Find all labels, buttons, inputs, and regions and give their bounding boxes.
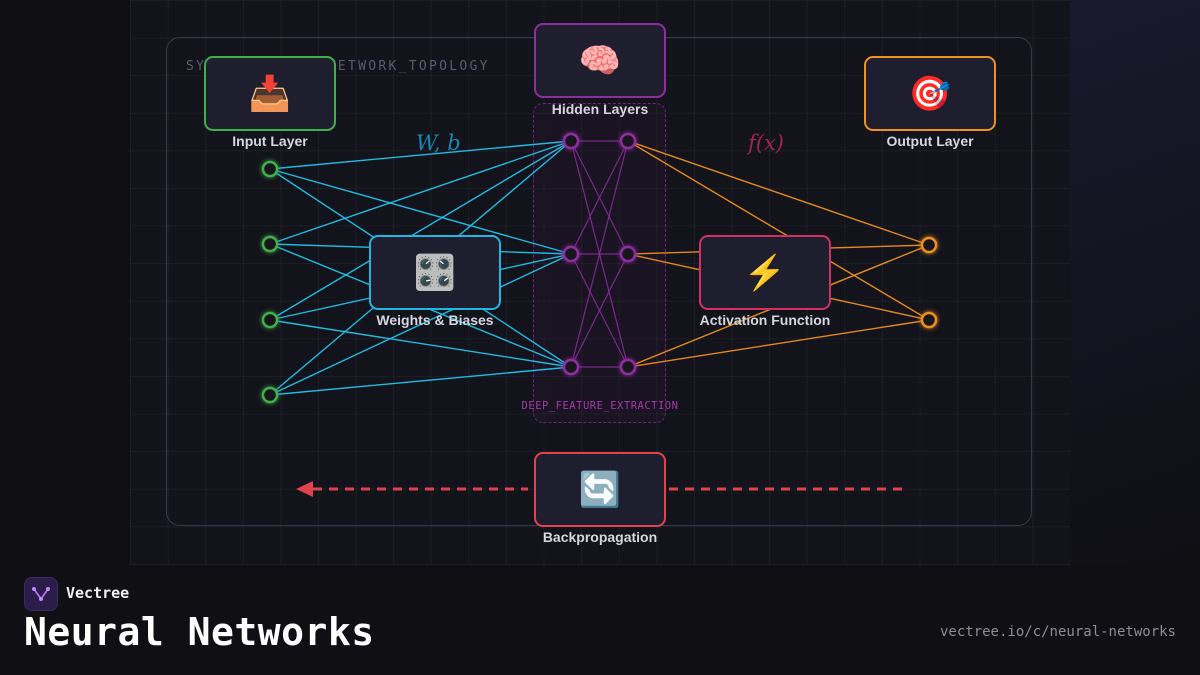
hidden-layer-band (533, 103, 666, 423)
hidden-neuron (619, 358, 637, 376)
input-neuron (261, 311, 279, 329)
hidden-hidden-edge (570, 253, 629, 368)
hidden-neuron (562, 245, 580, 263)
activation-math-label: f(x) (748, 131, 785, 155)
lightning-icon: ⚡ (743, 253, 787, 292)
input-neuron (261, 235, 279, 253)
refresh-arrows-icon: 🔄 (578, 470, 622, 509)
output-layer-label: Output Layer (886, 133, 974, 149)
hidden-output-edge (627, 140, 930, 246)
output-layer-card[interactable]: 🎯 (864, 56, 996, 131)
hidden-hidden-edge (570, 140, 629, 255)
hidden-output-edge (627, 140, 930, 321)
activation-function-card[interactable]: ⚡ (699, 235, 831, 310)
brand-name: Vectree (66, 584, 130, 602)
input-neuron (261, 160, 279, 178)
brain-icon: 🧠 (578, 41, 622, 80)
weights-biases-card[interactable]: 🎛️ (369, 235, 501, 310)
input-layer-label: Input Layer (232, 133, 308, 149)
backpropagation-card[interactable]: 🔄 (534, 452, 666, 527)
input-neuron (261, 386, 279, 404)
hidden-output-edge (627, 319, 930, 368)
control-knobs-icon: 🎛️ (413, 253, 457, 292)
hidden-layers-card[interactable]: 🧠 (534, 23, 666, 98)
hidden-hidden-edge (570, 140, 629, 368)
hidden-neuron (619, 245, 637, 263)
page-title: Neural Networks (24, 610, 375, 654)
vectree-logo-icon[interactable] (24, 577, 58, 611)
input-hidden-edge (269, 253, 572, 396)
weights-biases-label: Weights & Biases (376, 312, 494, 328)
backpropagation-label: Backpropagation (542, 529, 658, 545)
input-hidden-edge (269, 140, 572, 321)
input-hidden-edge (269, 366, 572, 396)
output-neuron (920, 236, 938, 254)
hidden-neuron (562, 358, 580, 376)
backprop-arrowhead (296, 481, 313, 497)
course-url[interactable]: vectree.io/c/neural-networks (939, 624, 1176, 640)
hidden-neuron (619, 132, 637, 150)
input-hidden-edge (269, 319, 572, 368)
inbox-tray-icon: 📥 (248, 74, 292, 113)
input-hidden-edge (269, 168, 572, 255)
hidden-neuron (562, 132, 580, 150)
input-layer-card[interactable]: 📥 (204, 56, 336, 131)
band-label: DEEP_FEATURE_EXTRACTION (521, 400, 679, 412)
input-hidden-edge (269, 140, 572, 245)
hidden-layers-label: Hidden Layers (551, 101, 649, 117)
weights-math-label: W, b (416, 131, 461, 155)
input-hidden-edge (269, 140, 572, 170)
output-neuron (920, 311, 938, 329)
side-gradient (1070, 0, 1200, 565)
target-icon: 🎯 (908, 74, 952, 113)
activation-function-label: Activation Function (699, 312, 831, 328)
